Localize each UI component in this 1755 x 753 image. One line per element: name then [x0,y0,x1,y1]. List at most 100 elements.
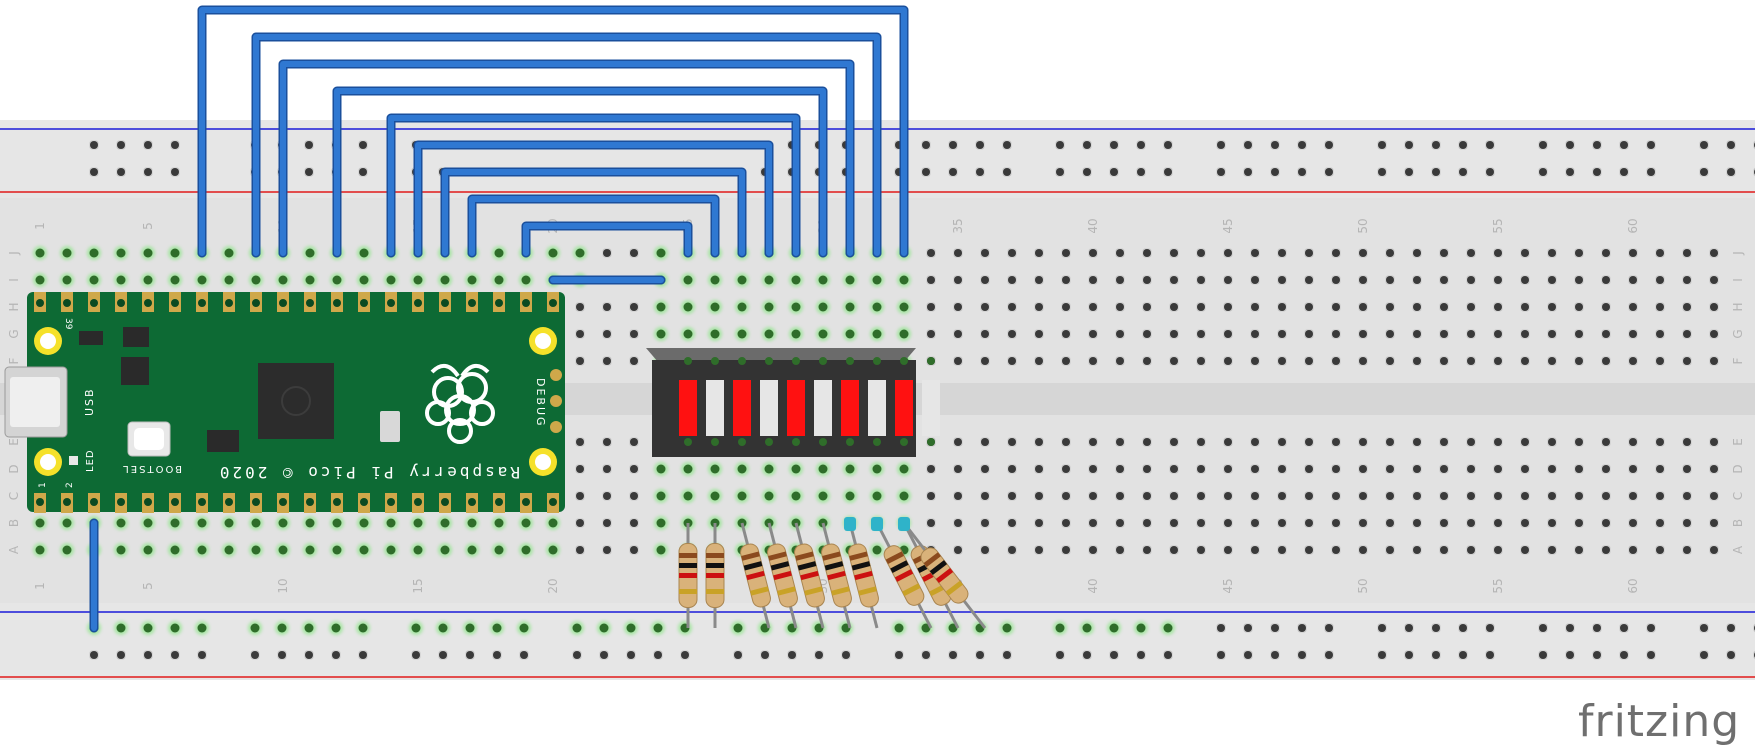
breadboard-hole [981,465,989,473]
breadboard-hole [1110,651,1118,659]
jumper-wire [253,34,880,256]
breadboard-hole [1683,492,1691,500]
row-letter: E [7,438,21,446]
breadboard-hole [1683,438,1691,446]
led-segments [679,357,940,446]
breadboard-hole [1116,303,1124,311]
breadboard-hole [733,623,743,633]
pin-hole [144,299,152,307]
breadboard-hole [1656,357,1664,365]
breadboard-hole [1003,141,1011,149]
jumper-wires[interactable] [89,5,909,633]
breadboard-hole [1116,357,1124,365]
breadboard-hole [899,302,909,312]
breadboard-hole [386,545,396,555]
breadboard-hole [1197,303,1205,311]
raspberry-pi-pico[interactable]: Raspberry Pi Pico © 2020 DEBUG USB LED B… [4,292,565,513]
breadboard-hole [1602,465,1610,473]
breadboard-hole [845,464,855,474]
breadboard-hole [845,302,855,312]
breadboard-hole [332,651,340,659]
breadboard-hole [734,651,742,659]
pin-hole [252,299,260,307]
breadboard-hole [278,275,288,285]
pin-hole [252,498,260,506]
breadboard-hole [1062,330,1070,338]
breadboard-hole [1386,546,1394,554]
breadboard-hole [1089,276,1097,284]
breadboard-hole [143,248,153,258]
breadboard-hole [197,518,207,528]
breadboard-hole [845,275,855,285]
breadboard-hole [1494,546,1502,554]
breadboard-hole [1602,249,1610,257]
breadboard-hole [1325,624,1333,632]
row-letter: C [1731,492,1745,500]
breadboard-hole [1486,651,1494,659]
breadboard-hole [1539,651,1547,659]
pin-hole [63,299,71,307]
breadboard-hole [1305,357,1313,365]
breadboard-hole [1467,465,1475,473]
mount-hole-top-left-center [40,333,56,349]
breadboard-hole [277,623,287,633]
resistor-band [902,583,921,597]
breadboard-hole [35,275,45,285]
breadboard-hole [791,464,801,474]
breadboard-hole [1170,303,1178,311]
breadboard-hole [1062,249,1070,257]
breadboard-hole [1521,303,1529,311]
breadboard-hole [1386,492,1394,500]
breadboard-hole [521,545,531,555]
breadboard-hole [1244,624,1252,632]
column-number: 45 [1221,578,1235,593]
resistors[interactable] [678,517,987,629]
breadboard-hole [1386,330,1394,338]
breadboard-hole [1244,651,1252,659]
breadboard-hole [1629,438,1637,446]
led-pin [846,357,854,365]
breadboard-hole [899,491,909,501]
led-bar-graph[interactable] [646,348,940,457]
breadboard-hole [1143,465,1151,473]
led-pin [927,438,935,446]
led-pin [792,357,800,365]
breadboard-hole [251,651,259,659]
breadboard-hole [1305,546,1313,554]
breadboard-hole [573,651,581,659]
breadboard-hole [630,330,638,338]
breadboard-hole [305,168,313,176]
led-pin [765,438,773,446]
breadboard-hole [358,623,368,633]
pin-hole [522,498,530,506]
breadboard-labels: 1155101015152020252530303535404045455050… [7,218,1745,593]
small-ic [123,327,149,347]
breadboard-hole [1440,519,1448,527]
breadboard-hole [197,545,207,555]
breadboard-hole [1432,168,1440,176]
breadboard-hole [1459,651,1467,659]
resistor-band [795,551,814,561]
breadboard-hole [1197,546,1205,554]
breadboard-hole [521,518,531,528]
breadboard-hole [1467,438,1475,446]
pin-hole [279,498,287,506]
breadboard-hole [1548,492,1556,500]
breadboard-hole [1332,465,1340,473]
breadboard-hole [815,651,823,659]
breadboard-hole [117,168,125,176]
breadboard-hole [1710,330,1718,338]
resistor-band [741,551,760,561]
breadboard-hole [1170,492,1178,500]
breadboard-hole [1062,276,1070,284]
resistor-lead-cap [844,517,856,531]
breadboard-hole [603,465,611,473]
breadboard-hole [1170,438,1178,446]
breadboard-hole [1683,330,1691,338]
pin-hole [171,299,179,307]
breadboard-hole [1056,651,1064,659]
breadboard-hole [465,623,475,633]
breadboard-hole [1163,623,1173,633]
breadboard-hole [1278,438,1286,446]
